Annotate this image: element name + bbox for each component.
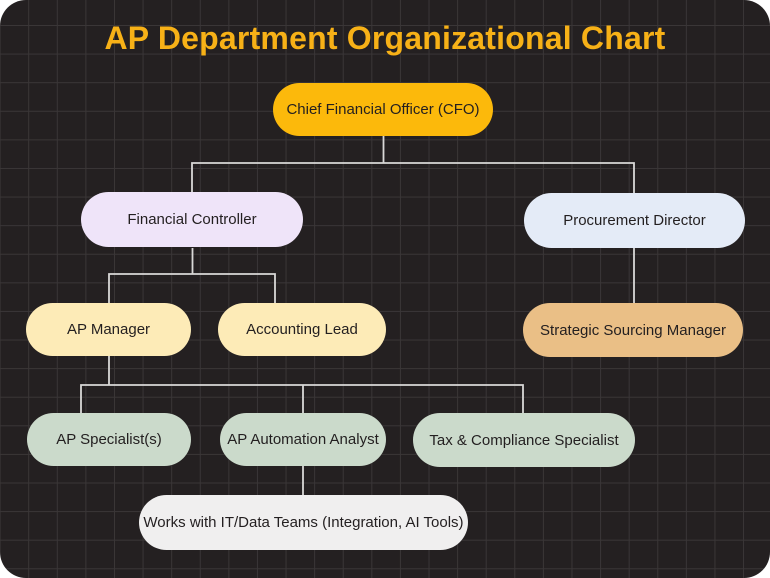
node-ap-specialists: AP Specialist(s) — [27, 413, 191, 466]
page-title: AP Department Organizational Chart — [104, 20, 666, 56]
node-financial-controller: Financial Controller — [81, 192, 303, 247]
node-strategic-sourcing-manager-label: Strategic Sourcing Manager — [540, 321, 726, 339]
node-financial-controller-label: Financial Controller — [127, 211, 257, 228]
node-ap-automation-analyst: AP Automation Analyst — [220, 413, 386, 466]
node-strategic-sourcing-manager: Strategic Sourcing Manager — [523, 303, 743, 357]
node-ap-specialists-label: AP Specialist(s) — [56, 431, 162, 448]
edge-financial-controller-children — [108, 248, 276, 303]
node-works-with-it-data-teams-label: Works with IT/Data Teams (Integration, A… — [143, 514, 464, 531]
node-ap-manager: AP Manager — [26, 303, 191, 356]
node-tax-compliance-specialist-label: Tax & Compliance Specialist — [429, 431, 619, 449]
edge-ap-manager-children — [80, 356, 524, 413]
node-chief-financial-officer: Chief Financial Officer (CFO) — [273, 83, 493, 136]
node-works-with-it-data-teams: Works with IT/Data Teams (Integration, A… — [139, 495, 468, 550]
node-procurement-director: Procurement Director — [524, 193, 745, 248]
edge-cfo-children — [191, 136, 635, 193]
node-chief-financial-officer-label: Chief Financial Officer (CFO) — [286, 101, 480, 118]
node-procurement-director-label: Procurement Director — [563, 212, 706, 229]
node-accounting-lead-label: Accounting Lead — [246, 321, 358, 338]
node-tax-compliance-specialist: Tax & Compliance Specialist — [413, 413, 635, 467]
node-ap-manager-label: AP Manager — [66, 321, 151, 338]
node-ap-automation-analyst-label: AP Automation Analyst — [227, 431, 379, 448]
node-accounting-lead: Accounting Lead — [218, 303, 386, 356]
